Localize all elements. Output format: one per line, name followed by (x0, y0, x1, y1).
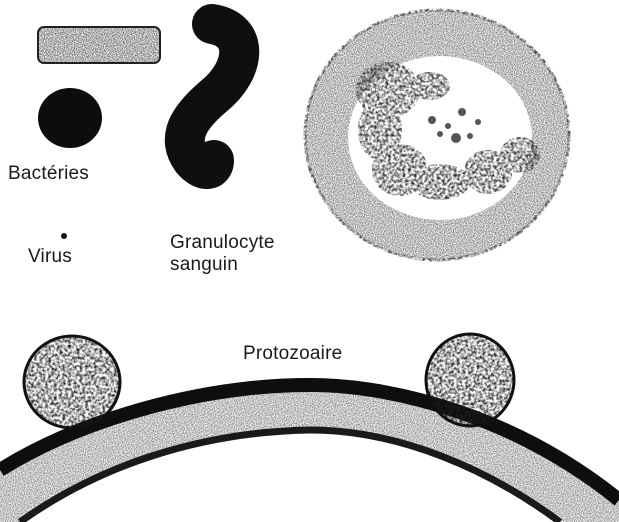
rod-bacterium (38, 27, 160, 63)
virus-label: Virus (28, 246, 72, 268)
spiral-bacterium (185, 24, 239, 169)
granulocyte-label: Granulocyte sanguin (170, 232, 275, 276)
coccus-bacterium (38, 88, 102, 148)
virus-particle (61, 233, 67, 239)
bacteria-label: Bactéries (8, 163, 89, 185)
protozoa-label: Protozoaire (243, 343, 342, 365)
granulocyte-cell (305, 10, 569, 260)
bacteria-group (38, 24, 239, 169)
